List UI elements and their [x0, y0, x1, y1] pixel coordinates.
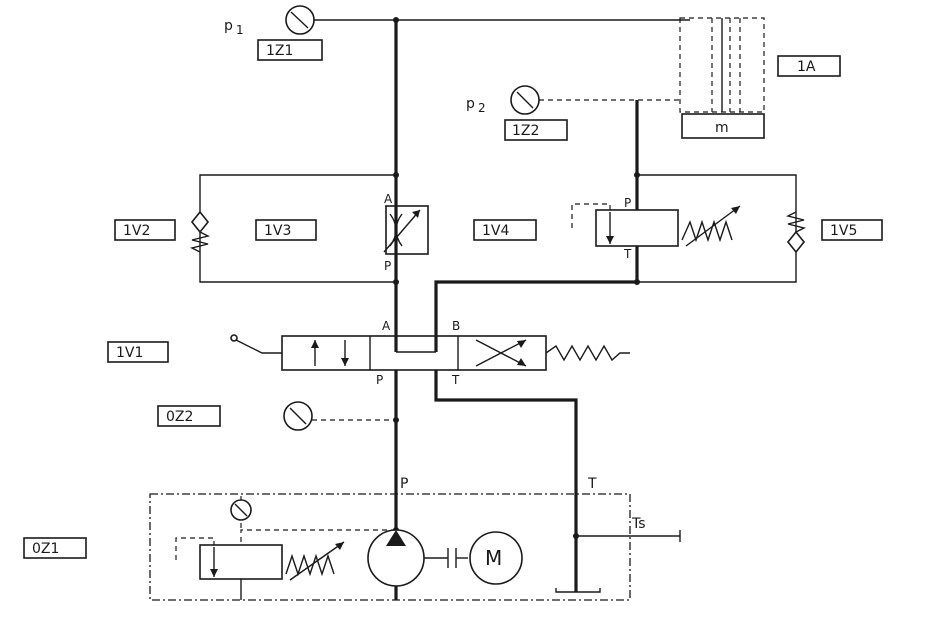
relief-valve-1v4: P T: [571, 196, 741, 261]
flow-valve-adjust-arrow: [383, 209, 421, 253]
tag-1v4-text: 1V4: [482, 223, 509, 239]
motor-symbol: [469, 531, 523, 585]
check-valve-1v5-ball: [786, 230, 806, 254]
gauge-p1-label: p: [224, 18, 233, 34]
tag-0z2: 0Z2: [157, 405, 221, 427]
port-1v3-p: P: [384, 259, 391, 273]
gauge-p2-needle: [516, 91, 534, 109]
gauge-p2-label: p: [466, 96, 475, 112]
port-1v1-a: A: [382, 319, 391, 333]
tag-1v1-text: 1V1: [116, 345, 143, 361]
spring-return: [545, 344, 630, 362]
flow-valve-body: [385, 205, 429, 255]
tag-0z2-text: 0Z2: [166, 409, 193, 425]
tank-symbol: [555, 588, 601, 593]
gauge-p1: p 1: [224, 5, 396, 37]
tank-sensor-label: Ts: [631, 516, 646, 532]
relief-valve-0z1-body: [199, 544, 283, 580]
mass-box: [681, 113, 765, 139]
tag-1z2: 1Z2: [504, 119, 568, 141]
directional-valve-body: [281, 335, 547, 371]
directional-valve-1v1: A B P T: [230, 319, 630, 387]
supply-port-p: P: [400, 476, 408, 492]
relief-valve-1v4-pilot: [571, 203, 611, 228]
port-1v1-t: T: [451, 373, 460, 387]
bypass-loop-1v5: [637, 174, 797, 283]
check-valve-1v2-ball: [190, 210, 210, 234]
tag-0z1: 0Z1: [23, 537, 87, 559]
check-valve-1v2: [189, 210, 211, 253]
gauge-p2-subscript: 2: [478, 101, 486, 115]
gauge-0z2: [283, 401, 396, 431]
tag-1v4: 1V4: [473, 219, 537, 241]
power-unit-boundary: [149, 493, 631, 601]
relief-valve-1v4-spring: [681, 219, 733, 243]
supply-port-t: T: [587, 476, 597, 492]
tag-1v5: 1V5: [821, 219, 883, 241]
power-unit-0z1: P T M Ts: [149, 476, 681, 601]
flow-control-valve-1v3: A P: [383, 192, 429, 273]
line-b-to-valve: [434, 280, 637, 336]
gauge-p1-needle: [290, 11, 309, 29]
motor-label: M: [485, 546, 502, 570]
gauge-0z2-needle: [289, 407, 307, 425]
pump-direction-arrow: [386, 530, 406, 546]
relief-valve-0z1-spring: [285, 553, 335, 577]
cylinder-1a: m: [679, 17, 765, 139]
port-1v4-p: P: [624, 196, 631, 210]
relief-valve-0z1-feed: [240, 529, 396, 545]
tag-1v5-text: 1V5: [830, 223, 857, 239]
gauge-p1-subscript: 1: [236, 23, 244, 37]
tag-1z2-text: 1Z2: [512, 123, 539, 139]
port-1v4-t: T: [623, 247, 632, 261]
tag-0z1-text: 0Z1: [32, 541, 59, 557]
check-valve-1v5-spring: [785, 211, 807, 233]
tag-1a: 1A: [777, 55, 841, 77]
relief-valve-1v4-body: [595, 209, 679, 247]
tag-1v3: 1V3: [255, 219, 317, 241]
tag-1v3-text: 1V3: [264, 223, 291, 239]
manual-lever: [235, 339, 282, 354]
tag-1v2: 1V2: [114, 219, 176, 241]
tag-1v1: 1V1: [107, 341, 169, 363]
port-1v3-a: A: [384, 192, 393, 206]
tank-return-line: [434, 370, 578, 592]
gauge-p2: p 2: [466, 85, 680, 115]
check-valve-1v5: [785, 211, 807, 254]
tag-1z1: 1Z1: [257, 39, 323, 61]
tag-1z1-text: 1Z1: [266, 43, 293, 59]
port-1v1-p: P: [376, 373, 383, 387]
check-valve-1v2-spring: [189, 231, 211, 253]
mass-label: m: [715, 120, 729, 136]
port-1v1-b: B: [452, 319, 460, 333]
relief-valve-0z1-pilot: [175, 537, 215, 560]
tag-1a-text: 1A: [797, 59, 816, 75]
tag-1v2-text: 1V2: [123, 223, 150, 239]
